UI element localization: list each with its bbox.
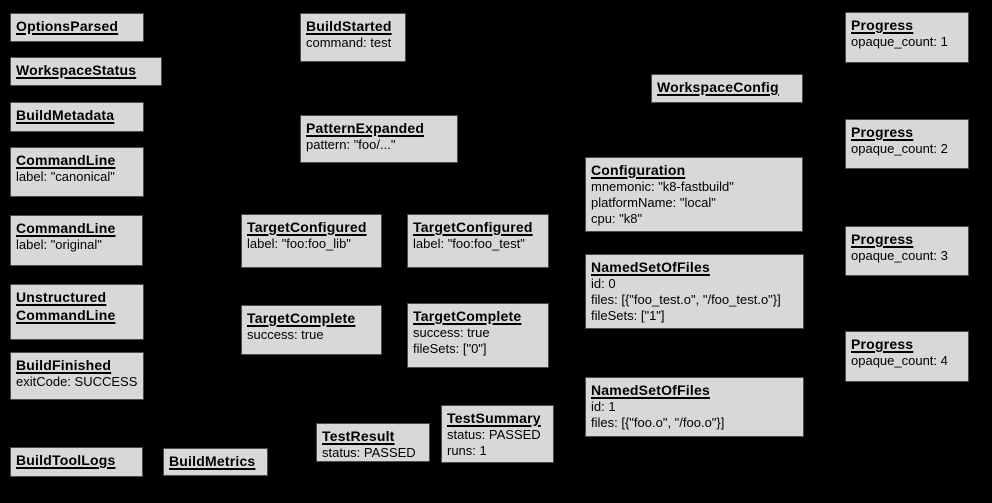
node-line: fileSets: ["1"]: [591, 308, 665, 323]
node-line: exitCode: SUCCESS: [16, 374, 138, 389]
node-line: opaque_count: 3: [851, 248, 948, 263]
node-title: BuildMetadata: [16, 107, 115, 123]
node-line: cpu: "k8": [591, 211, 643, 226]
node-title: TargetConfigured: [247, 219, 367, 235]
node-title: TestResult: [322, 428, 395, 444]
node-workspace-config: WorkspaceConfig: [651, 74, 803, 103]
node-title: Progress: [851, 17, 914, 33]
node-line: id: 0: [591, 276, 616, 291]
node-title: CommandLine: [16, 220, 116, 236]
node-line: label: "foo:foo_test": [413, 236, 525, 251]
node-options-parsed: OptionsParsed: [10, 13, 144, 42]
node-title: Unstructured CommandLine: [16, 289, 116, 323]
node-title: Progress: [851, 124, 914, 140]
node-title: NamedSetOfFiles: [591, 382, 710, 398]
node-line: fileSets: ["0"]: [413, 341, 487, 356]
node-line: success: true: [247, 327, 324, 342]
node-build-metrics: BuildMetrics: [163, 448, 268, 476]
node-title: OptionsParsed: [16, 18, 119, 34]
node-line: mnemonic: "k8-fastbuild": [591, 179, 734, 194]
node-line: command: test: [306, 35, 392, 50]
node-line: opaque_count: 1: [851, 34, 948, 49]
node-line: id: 1: [591, 399, 616, 414]
node-build-tool-logs: BuildToolLogs: [10, 447, 143, 477]
node-title: Progress: [851, 231, 914, 247]
node-line: pattern: "foo/...": [306, 137, 396, 152]
node-title: WorkspaceStatus: [16, 62, 137, 78]
node-title: NamedSetOfFiles: [591, 259, 710, 275]
node-line: opaque_count: 4: [851, 353, 948, 368]
node-title: BuildFinished: [16, 357, 112, 373]
node-line: label: "foo:foo_lib": [247, 236, 351, 251]
node-title: BuildStarted: [306, 18, 392, 34]
node-line: label: "canonical": [16, 169, 115, 184]
node-title: BuildMetrics: [169, 453, 256, 469]
node-build-metadata: BuildMetadata: [10, 102, 144, 132]
node-line: files: [{"foo_test.o", "/foo_test.o"}]: [591, 292, 781, 307]
node-line: status: PASSED: [447, 427, 541, 442]
node-workspace-status: WorkspaceStatus: [10, 57, 162, 86]
node-title: CommandLine: [16, 152, 116, 168]
node-title: TestSummary: [447, 410, 541, 426]
node-line: opaque_count: 2: [851, 141, 948, 156]
node-title: TargetComplete: [247, 310, 356, 326]
node-line: files: [{"foo.o", "/foo.o"}]: [591, 415, 725, 430]
node-title: WorkspaceConfig: [657, 79, 779, 95]
node-title: Configuration: [591, 162, 686, 178]
node-title: PatternExpanded: [306, 120, 425, 136]
node-title: TargetComplete: [413, 308, 522, 324]
node-line: status: PASSED: [322, 445, 416, 460]
node-title: Progress: [851, 336, 914, 352]
node-title: TargetConfigured: [413, 219, 533, 235]
node-line: runs: 1: [447, 443, 487, 458]
node-line: platformName: "local": [591, 195, 716, 210]
node-line: success: true: [413, 325, 490, 340]
node-line: label: "original": [16, 237, 102, 252]
node-unstructured-command-line: Unstructured CommandLine: [10, 284, 144, 340]
node-title: BuildToolLogs: [16, 452, 116, 468]
